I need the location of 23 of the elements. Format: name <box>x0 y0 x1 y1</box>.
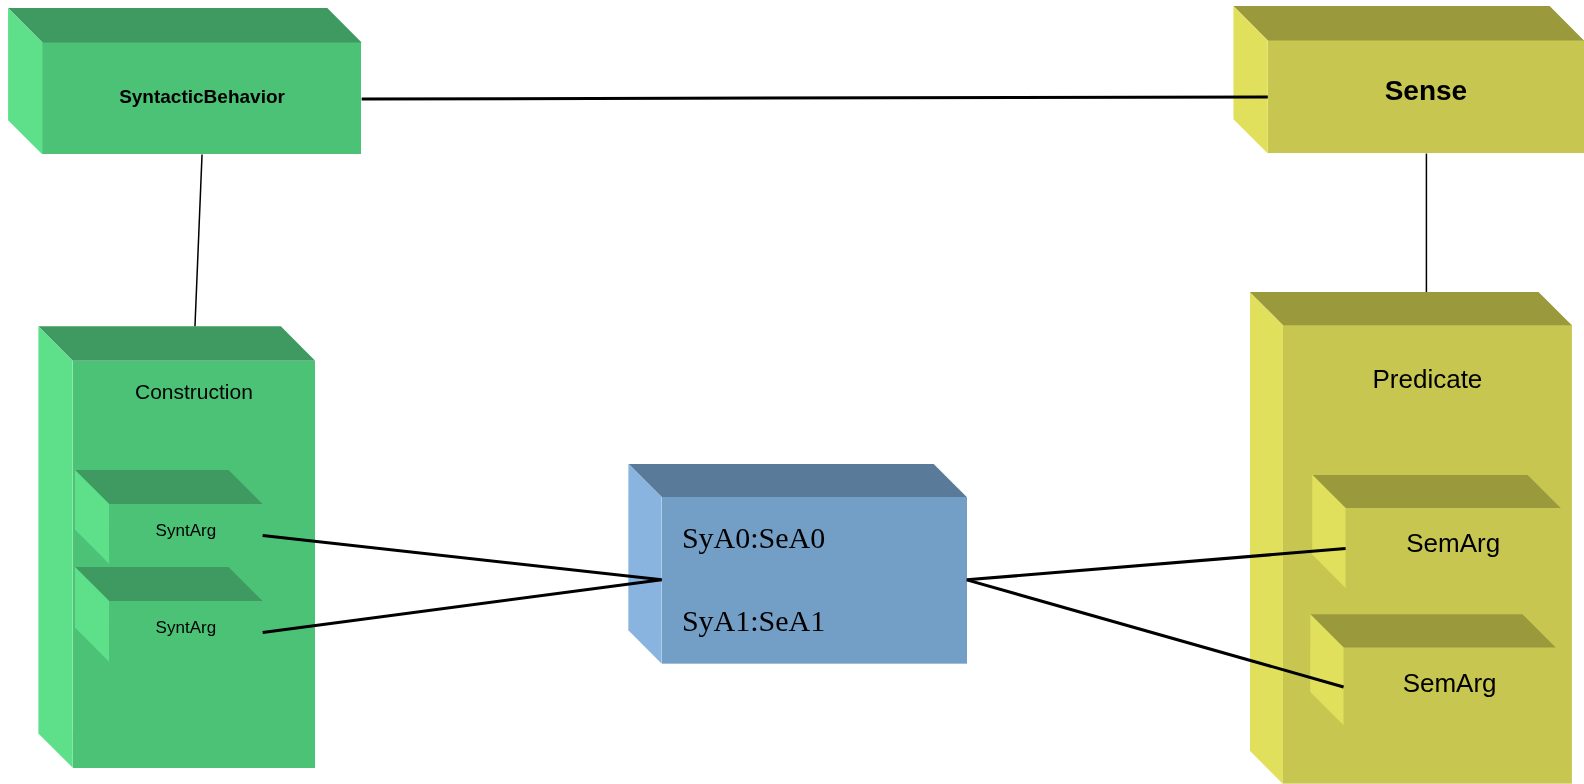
3d-box <box>628 463 967 664</box>
3d-box <box>1233 6 1584 154</box>
box-label: SyntArg <box>154 619 218 637</box>
connector-line <box>262 578 662 634</box>
connector-line <box>966 547 1346 582</box>
box-label: SyA0:SeA0 <box>681 523 826 554</box>
connector-line <box>966 578 1344 689</box>
3d-box <box>38 326 316 768</box>
box-label: SyntArg <box>154 522 218 540</box>
connector-line <box>262 533 662 582</box>
box-label: SemArg <box>1405 530 1502 557</box>
3d-box <box>1249 291 1572 784</box>
box-label: SyA1:SeA1 <box>681 606 826 637</box>
connector-line <box>1425 152 1428 293</box>
box-label: Construction <box>134 380 254 402</box>
connector-line <box>194 153 203 328</box>
box-label: Sense <box>1383 76 1469 105</box>
box-label: SemArg <box>1401 669 1498 696</box>
3d-box <box>74 469 263 564</box>
3d-box <box>8 8 362 155</box>
box-label: Predicate <box>1371 365 1484 392</box>
box-label: SyntacticBehavior <box>118 86 286 106</box>
connector-line <box>361 95 1268 101</box>
